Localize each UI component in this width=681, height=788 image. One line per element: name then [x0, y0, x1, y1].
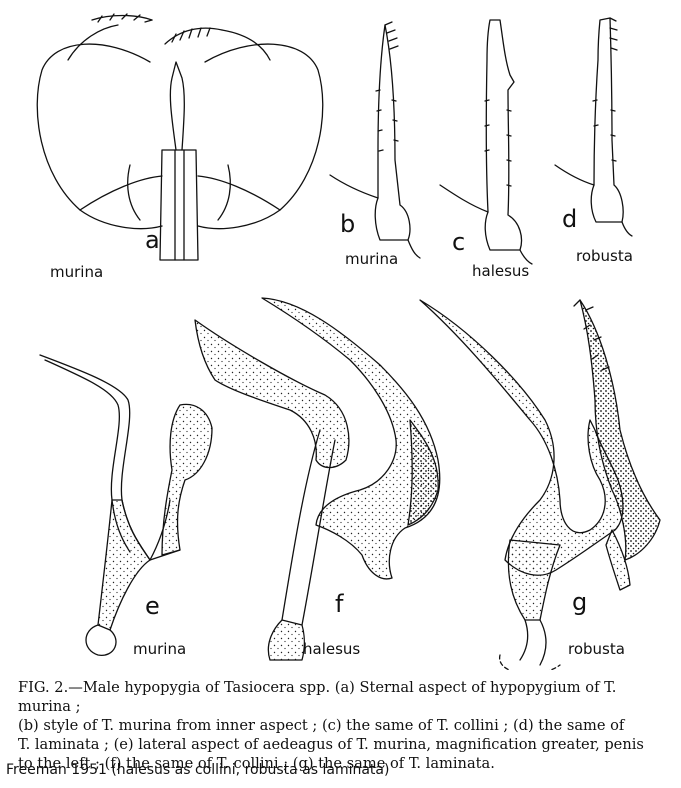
- panel-letter-f: f: [335, 590, 344, 618]
- drawing-a: [36, 13, 324, 261]
- panel-letter-c: c: [452, 228, 466, 256]
- caption-line-1: FIG. 2.—Male hypopygia of Tasiocera spp.…: [18, 679, 617, 715]
- caption-line-3: T. laminata ; (e) lateral aspect of aede…: [18, 736, 644, 753]
- hypopygia-drawings: [36, 13, 661, 670]
- label-c-halesus: halesus: [472, 262, 530, 280]
- panel-letter-a: a: [145, 226, 160, 254]
- drawing-e: [39, 354, 213, 656]
- figure-caption: FIG. 2.—Male hypopygia of Tasiocera spp.…: [18, 678, 673, 773]
- label-d-robusta: robusta: [576, 247, 633, 265]
- label-g-robusta: robusta: [568, 640, 625, 658]
- drawing-b: [329, 21, 421, 259]
- drawing-c: [439, 19, 533, 265]
- panel-letter-b: b: [340, 210, 356, 238]
- source-credit: Freeman 1951 (halesus as collini, robust…: [6, 762, 390, 778]
- drawing-f: [194, 297, 441, 661]
- drawing-g: [419, 299, 661, 670]
- panel-letter-g: g: [572, 588, 588, 616]
- label-b-murina: murina: [345, 250, 399, 268]
- label-f-halesus: halesus: [303, 640, 361, 658]
- label-a-murina: murina: [50, 263, 104, 281]
- drawing-d: [554, 17, 633, 237]
- caption-line-4: to the left ; (f) the same of T. collini…: [18, 755, 495, 772]
- panel-letter-d: d: [562, 205, 578, 233]
- caption-line-2: (b) style of T. murina from inner aspect…: [18, 717, 625, 734]
- panel-letter-e: e: [145, 592, 160, 620]
- label-e-murina: murina: [133, 640, 187, 658]
